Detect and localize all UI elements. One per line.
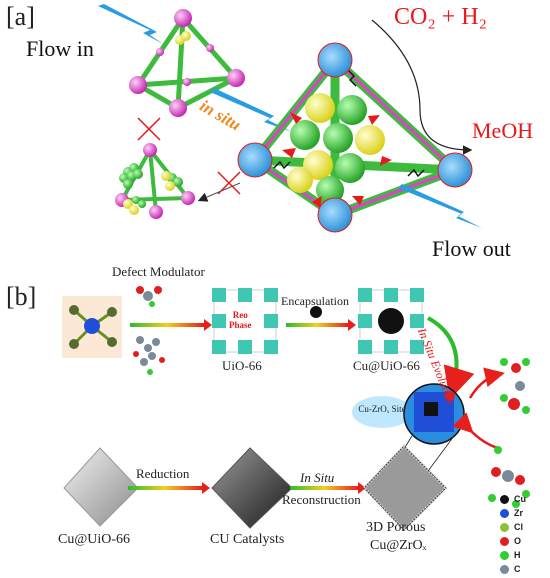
- legend-label: Cu: [514, 494, 526, 504]
- legend-label: C: [514, 564, 521, 574]
- h2-molecule: [488, 446, 530, 508]
- cu-zrox-site-zoom: [403, 383, 465, 445]
- legend-swatch: [500, 508, 509, 518]
- co2-molecule: [491, 467, 525, 485]
- cu-uio66-octahedron: [63, 447, 139, 527]
- methanol-molecule: [500, 358, 530, 391]
- large-mof-framework: [237, 42, 473, 233]
- evolution-arrow-icon: [427, 316, 475, 400]
- reconstruction-arrow-icon: [290, 486, 358, 490]
- reconstruction-label: Reconstruction: [282, 492, 361, 507]
- panel-b-label: [b]: [6, 282, 37, 311]
- legend-item: Zr: [500, 506, 523, 520]
- cu-catalysts-label: CU Catalysts: [210, 532, 285, 547]
- legend-item: Cu: [500, 492, 526, 506]
- encapsulation-label: Encapsulation: [281, 294, 349, 308]
- porous-cu-zrox-octahedron: [361, 443, 449, 533]
- reactants-label: CO₂ + H₂: [394, 4, 487, 30]
- legend-label: O: [514, 536, 522, 546]
- cu-catalyst-octahedron: [211, 447, 293, 529]
- reo-phase-label: Reo Phase: [229, 310, 252, 330]
- product-label: MeOH: [472, 118, 534, 143]
- flow-in-label: Flow in: [26, 36, 94, 61]
- legend-item: O: [500, 534, 521, 548]
- porous-line2-label: Cu@ZrOₓ: [370, 538, 427, 553]
- synthesis-arrow-icon: [130, 323, 204, 327]
- small-mof-framework: [129, 9, 245, 117]
- flow-out-arrow-icon: [398, 184, 482, 228]
- legend-label: Zr: [514, 508, 523, 518]
- in-situ-arrow-icon: [210, 88, 292, 132]
- zr-precursor-molecule: [62, 296, 122, 358]
- cu-uio66-top-label: Cu@UiO-66: [353, 358, 420, 373]
- encapsulation-arrow-icon: [286, 323, 348, 327]
- legend-swatch: [500, 550, 509, 560]
- legend-label: Cl: [514, 522, 523, 532]
- defect-modulator-label: Defect Modulator: [112, 264, 205, 279]
- site-bubble: [352, 396, 412, 428]
- aggregated-mof-framework: [115, 143, 195, 219]
- reaction-path-arrow-icon: [371, 19, 473, 155]
- reduction-arrow-icon: [128, 486, 202, 490]
- legend-swatch: [500, 564, 509, 574]
- cu-uio66-lattice: [358, 288, 424, 354]
- legend-item: H: [500, 548, 521, 562]
- legend-label: H: [514, 550, 521, 560]
- flow-in-arrow-icon: [98, 4, 163, 44]
- water-molecule: [500, 394, 530, 414]
- cu-particle-icon: [310, 306, 322, 318]
- legend-item: C: [500, 562, 521, 576]
- panel-a-label: [a]: [6, 2, 35, 31]
- legend-item: Cl: [500, 520, 523, 534]
- uio66-label: UiO-66: [222, 358, 262, 373]
- legend-swatch: [500, 494, 509, 504]
- in-situ-label-b: In Situ: [300, 470, 335, 485]
- uio66-lattice: [212, 288, 278, 354]
- legend-swatch: [500, 522, 509, 532]
- cu-uio66-bottom-label: Cu@UiO-66: [58, 532, 131, 547]
- reduction-label: Reduction: [136, 466, 190, 481]
- porous-line1-label: 3D Porous: [366, 520, 426, 535]
- flow-out-label: Flow out: [432, 236, 511, 261]
- modulator-molecules: [133, 286, 165, 375]
- site-label: Cu-ZrOₓ Site: [358, 404, 406, 414]
- legend-swatch: [500, 536, 509, 546]
